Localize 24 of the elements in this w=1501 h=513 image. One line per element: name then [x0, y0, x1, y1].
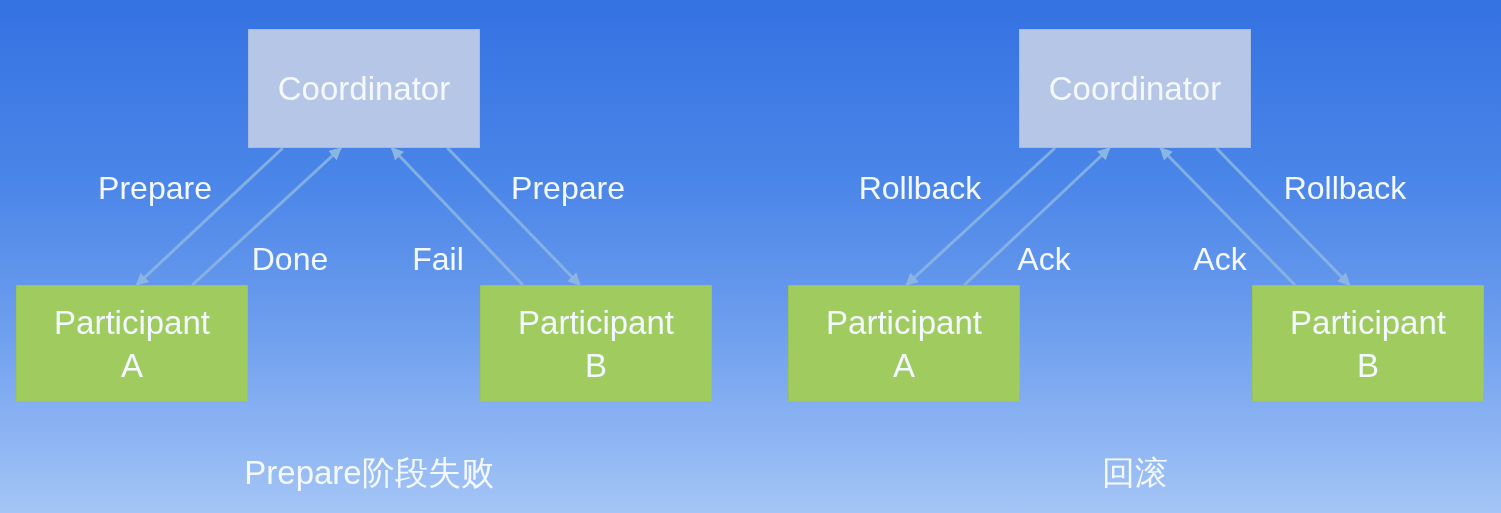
- participant-box: Participant A: [16, 285, 248, 402]
- arrow: [191, 146, 342, 287]
- arrow: [963, 146, 1111, 287]
- participant-box: Participant A: [788, 285, 1020, 402]
- arrow: [1159, 146, 1296, 287]
- arrow: [390, 146, 524, 287]
- arrow: [135, 146, 284, 287]
- arrow: [1215, 146, 1351, 287]
- panel-caption: Prepare阶段失败: [244, 453, 494, 493]
- edge-label: Done: [251, 240, 329, 278]
- arrow: [446, 146, 581, 287]
- panel-caption: 回滚: [1102, 453, 1168, 493]
- participant-box: Participant B: [1252, 285, 1484, 402]
- coordinator-box: Coordinator: [248, 29, 480, 148]
- edge-label: Prepare: [511, 169, 625, 207]
- arrow: [905, 146, 1056, 287]
- coordinator-box: Coordinator: [1019, 29, 1251, 148]
- edge-label: Rollback: [858, 169, 982, 207]
- participant-box: Participant B: [480, 285, 712, 402]
- edge-label: Ack: [1017, 240, 1071, 278]
- edge-label: Prepare: [98, 169, 212, 207]
- edge-label: Fail: [412, 240, 464, 278]
- edge-label: Ack: [1193, 240, 1247, 278]
- edge-label: Rollback: [1283, 169, 1407, 207]
